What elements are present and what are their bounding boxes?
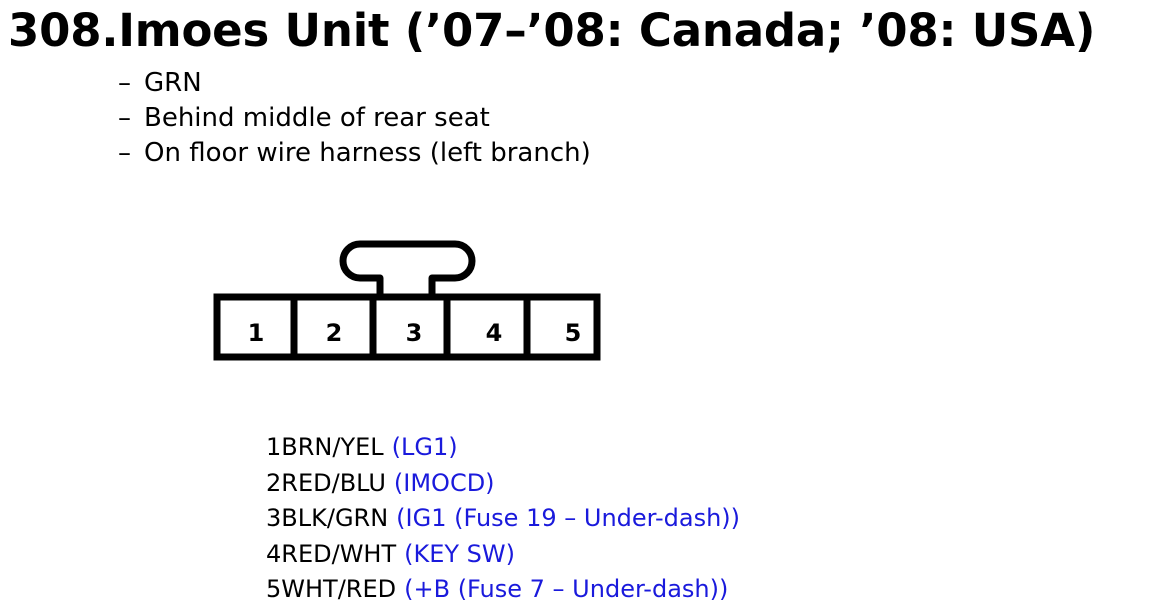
note-harness: –On floor wire harness (left branch)	[118, 136, 591, 171]
pin-number: 3	[266, 504, 282, 533]
pin-number: 2	[266, 468, 282, 497]
page-title: 308.Imoes Unit (’07–’08: Canada; ’08: US…	[8, 4, 1096, 57]
note-text: On floor wire harness (left branch)	[144, 138, 591, 168]
pin-function: (IMOCD)	[393, 468, 495, 497]
pin-row: 1BRN/YEL(LG1)	[266, 430, 740, 466]
pin-number: 4	[266, 539, 282, 568]
pin-row: 4RED/WHT(KEY SW)	[266, 537, 740, 573]
pin-function: (KEY SW)	[404, 539, 516, 568]
pin-label-3: 3	[406, 319, 423, 347]
note-dash: –	[118, 138, 131, 168]
note-dash: –	[118, 68, 131, 98]
pin-wire-color: BLK/GRN	[281, 504, 389, 533]
pin-assignment-list: 1BRN/YEL(LG1) 2RED/BLU(IMOCD) 3BLK/GRN(I…	[266, 430, 740, 608]
pin-number: 1	[266, 433, 282, 461]
note-text: GRN	[144, 68, 202, 98]
pin-row: 5WHT/RED(+B (Fuse 7 – Under-dash))	[266, 572, 740, 608]
note-dash: –	[118, 103, 131, 133]
connector-body	[213, 293, 601, 361]
note-location: –Behind middle of rear seat	[118, 101, 591, 136]
pin-wire-color: BRN/YEL	[281, 433, 384, 461]
pin-function: (IG1 (Fuse 19 – Under-dash))	[396, 504, 741, 533]
connector-diagram: 1 2 3 4 5	[213, 240, 601, 361]
pin-wire-color: RED/BLU	[281, 468, 386, 497]
connector-lock-tab	[339, 240, 476, 298]
pin-function: (LG1)	[391, 433, 458, 461]
pin-wire-color: WHT/RED	[281, 575, 397, 604]
pin-label-5: 5	[565, 319, 582, 347]
pin-label-4: 4	[486, 319, 503, 347]
pin-row: 3BLK/GRN(IG1 (Fuse 19 – Under-dash))	[266, 501, 740, 537]
connector-notes: –GRN –Behind middle of rear seat –On flo…	[118, 66, 591, 171]
pin-wire-color: RED/WHT	[281, 539, 397, 568]
note-color: –GRN	[118, 66, 591, 101]
note-text: Behind middle of rear seat	[144, 103, 490, 133]
pin-number: 5	[266, 575, 282, 604]
pin-label-2: 2	[326, 319, 343, 347]
pin-function: (+B (Fuse 7 – Under-dash))	[404, 575, 729, 604]
pin-label-1: 1	[248, 319, 265, 347]
pin-row: 2RED/BLU(IMOCD)	[266, 466, 740, 502]
